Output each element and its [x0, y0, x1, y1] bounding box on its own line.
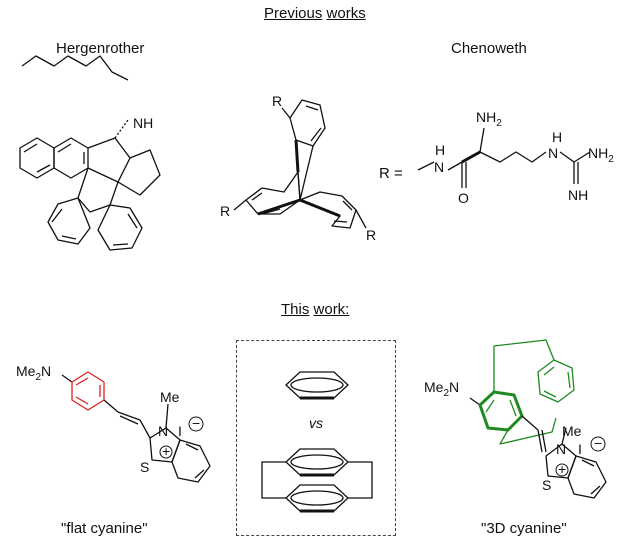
- 3d-cyanine-label: "3D cyanine": [481, 520, 567, 537]
- flat-cyanine-label: "flat cyanine": [61, 520, 148, 537]
- triptycene-r-top: R: [272, 93, 282, 109]
- chenoweth-amide-n: N: [434, 159, 444, 175]
- 3d-me: Me: [562, 423, 582, 439]
- comparison-box: [236, 340, 396, 536]
- chenoweth-guanidine-nh2: NH2: [588, 145, 614, 165]
- work-word: work:: [313, 301, 350, 318]
- chenoweth-amine: NH2: [476, 109, 502, 129]
- works-word: works: [326, 5, 366, 22]
- chenoweth-guanidine-n: N: [548, 145, 558, 161]
- r-equals-label: R =: [379, 165, 403, 182]
- 3d-n: N: [556, 441, 566, 457]
- flat-me: Me: [160, 389, 180, 405]
- flat-n: N: [158, 423, 168, 439]
- chenoweth-guanidine-h: H: [552, 129, 562, 145]
- chenoweth-label: Chenoweth: [451, 40, 527, 57]
- this-work-heading: This work:: [281, 302, 349, 317]
- 3d-minus-sign: −: [594, 435, 602, 451]
- triptycene-r-right: R: [366, 227, 376, 243]
- chenoweth-imine-nh: NH: [568, 187, 588, 203]
- chenoweth-carbonyl-o: O: [458, 190, 469, 206]
- flat-me2n: Me2N: [16, 363, 51, 383]
- vs-label: vs: [309, 415, 323, 431]
- this-word: This: [281, 301, 310, 318]
- flat-iodide: I: [178, 423, 182, 439]
- 3d-plus-charge: [555, 463, 569, 477]
- 3d-plus-sign: +: [558, 461, 566, 477]
- previous-word: Previous: [264, 5, 323, 22]
- flat-s: S: [140, 459, 149, 475]
- flat-plus-charge: [159, 445, 173, 459]
- flat-plus-sign: +: [162, 443, 170, 459]
- 3d-s: S: [542, 477, 551, 493]
- 3d-iodide: I: [578, 441, 582, 457]
- 3d-me2n: Me2N: [424, 379, 459, 399]
- hergenrother-nh: NH: [133, 115, 153, 131]
- chenoweth-amide-h: H: [435, 142, 445, 158]
- hergenrother-label: Hergenrother: [56, 40, 145, 57]
- triptycene-r-left: R: [220, 203, 230, 219]
- flat-minus-sign: −: [192, 415, 200, 431]
- 3d-minus-charge: [590, 436, 606, 452]
- previous-works-heading: Previous works: [264, 6, 366, 21]
- flat-minus-charge: [188, 416, 204, 432]
